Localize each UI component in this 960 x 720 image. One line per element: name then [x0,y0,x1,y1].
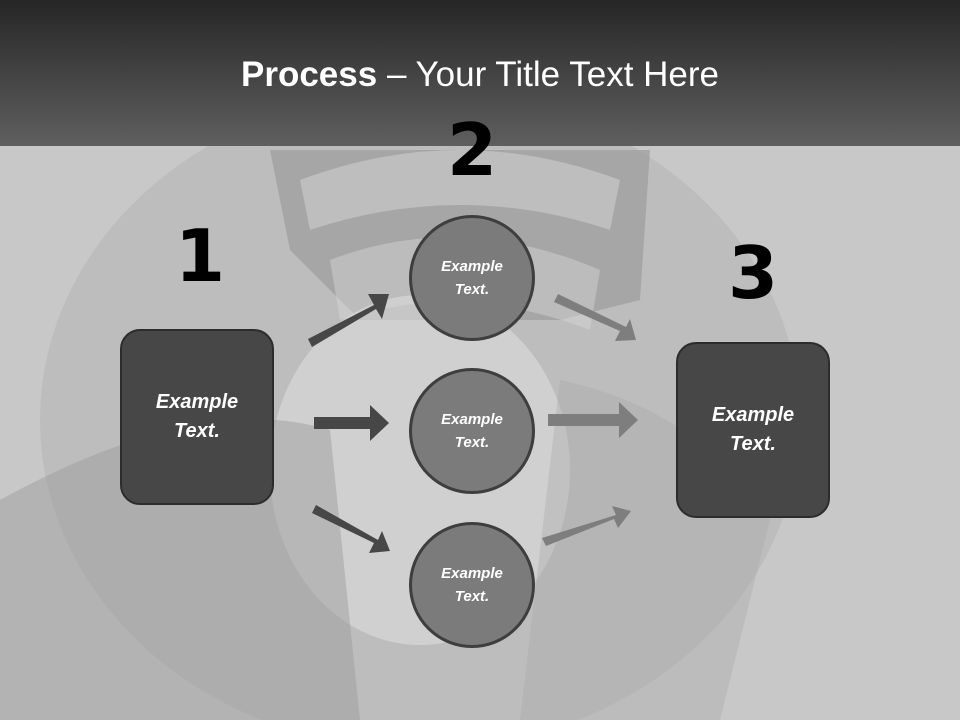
title-bold: Process [241,55,378,94]
arrow-box1-to-circle-bottom [312,505,390,553]
step-2-label-bottom: Example Text. [441,565,503,605]
step-number-1: 1 [174,214,226,298]
step-2-label-top: Example Text. [441,258,503,298]
arrow-box1-to-circle-top [308,294,389,347]
arrow-circle-middle-to-box3 [548,402,638,438]
step-number-2: 2 [446,108,498,192]
step-3-label: Example Text. [711,404,795,455]
slide-title: Process – Your Title Text Here [0,54,960,96]
step-2-circle-middle: Example Text. [409,368,535,494]
step-1-box: Example Text. [120,329,274,505]
header-band [0,0,960,146]
step-2-label-middle: Example Text. [441,411,503,451]
step-2-circle-bottom: Example Text. [409,522,535,648]
step-3-box: Example Text. [676,342,830,518]
arrow-circle-top-to-box3 [554,294,636,341]
title-rest: – Your Title Text Here [377,55,719,94]
step-2-circle-top: Example Text. [409,215,535,341]
step-1-label: Example Text. [155,391,239,442]
arrow-circle-bottom-to-box3 [542,506,631,546]
step-number-3: 3 [727,231,779,315]
arrow-box1-to-circle-middle [314,405,389,441]
